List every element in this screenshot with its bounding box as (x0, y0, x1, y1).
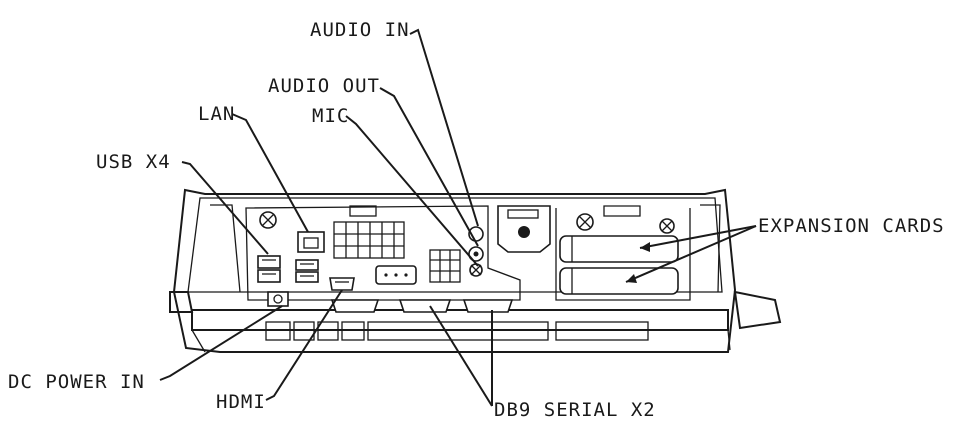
leader-lines (159, 28, 757, 407)
power-button-housing (497, 205, 551, 253)
db9-ports (330, 299, 514, 313)
vent-grid-right (429, 249, 461, 283)
dc-power-port (267, 291, 289, 307)
expansion-bay (555, 205, 691, 301)
audio-jacks (468, 226, 484, 277)
lan-port (297, 231, 325, 253)
label-audio-in: AUDIO IN (310, 19, 410, 41)
label-lan: LAN (198, 103, 236, 125)
usb-ports (257, 255, 319, 283)
label-mic: MIC (312, 105, 350, 127)
device-housing (169, 188, 782, 353)
screws (259, 211, 675, 234)
io-panel (245, 205, 521, 301)
middle-connector (375, 265, 417, 285)
label-dc-power-in: DC POWER IN (8, 371, 145, 393)
label-usb: USB X4 (96, 151, 171, 173)
arrowheads (626, 242, 650, 283)
label-audio-out: AUDIO OUT (268, 75, 380, 97)
bottom-slots (265, 321, 649, 341)
label-hdmi: HDMI (216, 391, 266, 413)
label-db9-serial: DB9 SERIAL X2 (494, 399, 656, 421)
label-expansion-cards: EXPANSION CARDS (758, 215, 945, 237)
hdmi-port (329, 277, 355, 291)
vent-grid-left (333, 221, 405, 259)
